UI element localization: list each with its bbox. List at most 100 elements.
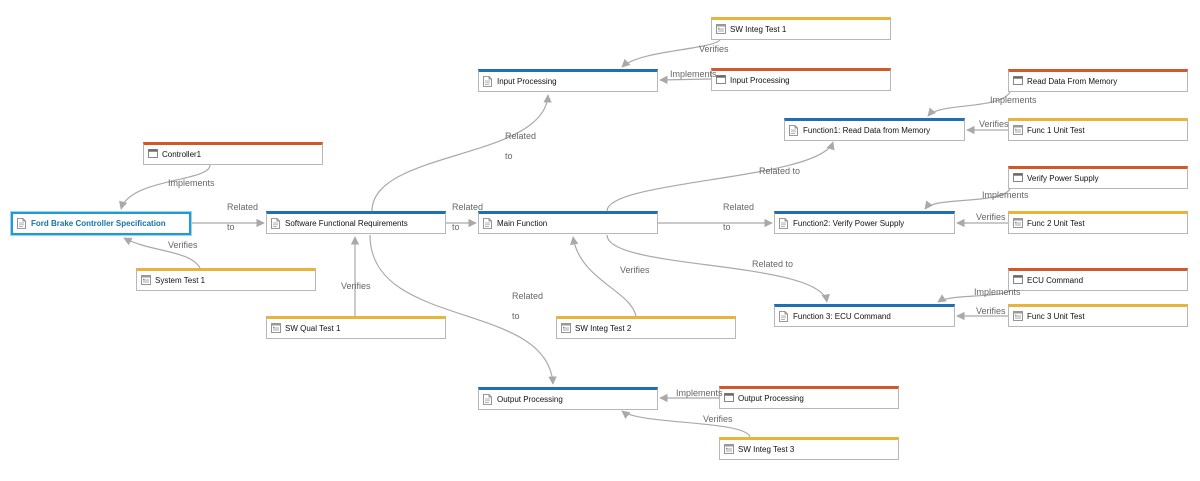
edge-label: Implements (670, 69, 717, 79)
node-si3[interactable]: SW Integ Test 3 (719, 437, 899, 460)
document-icon (17, 218, 26, 229)
node-label: System Test 1 (155, 276, 206, 285)
node-label: Func 2 Unit Test (1027, 219, 1085, 228)
node-main[interactable]: Main Function (478, 211, 658, 234)
block-icon (724, 393, 734, 404)
node-sq1[interactable]: SW Qual Test 1 (266, 316, 446, 339)
edge-label: Verifies (976, 212, 1006, 222)
test-icon (1013, 125, 1023, 136)
node-outimpl[interactable]: Output Processing (719, 386, 899, 409)
edge-label: Related (723, 202, 755, 212)
node-label: Output Processing (497, 395, 563, 404)
edge-label: Related to (752, 259, 794, 269)
node-label: SW Integ Test 3 (738, 445, 795, 454)
node-label: Func 1 Unit Test (1027, 126, 1085, 135)
node-label: Function1: Read Data from Memory (803, 126, 931, 135)
node-f2[interactable]: Function2: Verify Power Supply (774, 211, 955, 234)
edge-label: Related (512, 291, 544, 301)
edge-label: Related to (759, 166, 801, 176)
edge-label: Verifies (620, 265, 650, 275)
node-label: ECU Command (1027, 276, 1084, 285)
node-label: Software Functional Requirements (285, 219, 408, 228)
node-label: Function 3: ECU Command (793, 312, 891, 321)
block-icon (1013, 76, 1023, 87)
node-inpimpl[interactable]: Input Processing (711, 68, 891, 91)
node-label: Read Data From Memory (1027, 77, 1118, 86)
edge-label: Implements (982, 190, 1029, 200)
edges (119, 39, 1011, 438)
document-icon (483, 218, 492, 229)
link-e-rdm-f1[interactable] (927, 91, 1011, 117)
test-icon (271, 323, 281, 334)
link-e-si2-main[interactable] (570, 236, 637, 317)
document-icon (271, 218, 280, 229)
edge-label: Verifies (168, 240, 198, 250)
link-e-ecu-f3[interactable] (937, 290, 1011, 303)
test-icon (716, 24, 726, 35)
node-label: SW Qual Test 1 (285, 324, 341, 333)
node-label: Controller1 (162, 150, 202, 159)
node-fu3[interactable]: Func 3 Unit Test (1008, 304, 1188, 327)
test-icon (561, 323, 571, 334)
node-si1[interactable]: SW Integ Test 1 (711, 17, 891, 40)
link-e-vps-f2[interactable] (924, 188, 1011, 210)
node-fu2[interactable]: Func 2 Unit Test (1008, 211, 1188, 234)
document-icon (789, 125, 798, 136)
edge-label: Verifies (703, 414, 733, 424)
link-e-main-f3[interactable] (606, 234, 830, 303)
node-label: Input Processing (497, 77, 557, 86)
node-si2[interactable]: SW Integ Test 2 (556, 316, 736, 339)
edge-label: to (452, 222, 460, 232)
node-label: Input Processing (730, 76, 790, 85)
edge-label: Implements (168, 178, 215, 188)
link-e-inpimpl-inp[interactable] (659, 75, 712, 85)
test-icon (1013, 218, 1023, 229)
document-icon (483, 76, 492, 87)
node-f1[interactable]: Function1: Read Data from Memory (784, 118, 965, 141)
node-fu1[interactable]: Func 1 Unit Test (1008, 118, 1188, 141)
node-ctrl[interactable]: Controller1 (143, 142, 323, 165)
edge-label: Verifies (699, 44, 729, 54)
link-e-ctrl-ford[interactable] (119, 164, 211, 210)
edge-label: Related (452, 202, 484, 212)
node-label: SW Integ Test 1 (730, 25, 787, 34)
node-f3[interactable]: Function 3: ECU Command (774, 304, 955, 327)
edge-label: to (505, 151, 513, 161)
node-inp[interactable]: Input Processing (478, 69, 658, 92)
document-icon (779, 311, 788, 322)
document-icon (483, 394, 492, 405)
link-e-st1-ford[interactable] (123, 237, 201, 269)
block-icon (148, 149, 158, 160)
node-label: Output Processing (738, 394, 804, 403)
link-e-sfr-outp[interactable] (369, 234, 557, 385)
edge-label: Implements (990, 95, 1037, 105)
node-ford[interactable]: Ford Brake Controller Specification (11, 212, 191, 235)
link-e-si1-inp[interactable] (621, 39, 721, 68)
test-icon (1013, 311, 1023, 322)
node-label: Ford Brake Controller Specification (31, 219, 166, 228)
node-label: Function2: Verify Power Supply (793, 219, 905, 228)
link-e-main-f1[interactable] (606, 141, 835, 212)
node-rdm[interactable]: Read Data From Memory (1008, 69, 1188, 92)
edge-label: Related (227, 202, 259, 212)
edge-label: to (512, 311, 520, 321)
edge-label: Verifies (976, 306, 1006, 316)
node-st1[interactable]: System Test 1 (136, 268, 316, 291)
test-icon (724, 444, 734, 455)
node-label: Func 3 Unit Test (1027, 312, 1085, 321)
edge-label: Verifies (341, 281, 371, 291)
edge-label: Implements (974, 287, 1021, 297)
node-ecu[interactable]: ECU Command (1008, 268, 1188, 291)
node-label: Main Function (497, 219, 548, 228)
node-label: Verify Power Supply (1027, 174, 1099, 183)
node-sfr[interactable]: Software Functional Requirements (266, 211, 446, 234)
edge-label: to (227, 222, 235, 232)
edge-label: Implements (676, 388, 723, 398)
node-outp[interactable]: Output Processing (478, 387, 658, 410)
edge-label: Verifies (979, 119, 1009, 129)
link-e-si3-outp[interactable] (621, 410, 751, 438)
node-vps[interactable]: Verify Power Supply (1008, 166, 1188, 189)
link-e-sfr-inp[interactable] (371, 94, 552, 212)
